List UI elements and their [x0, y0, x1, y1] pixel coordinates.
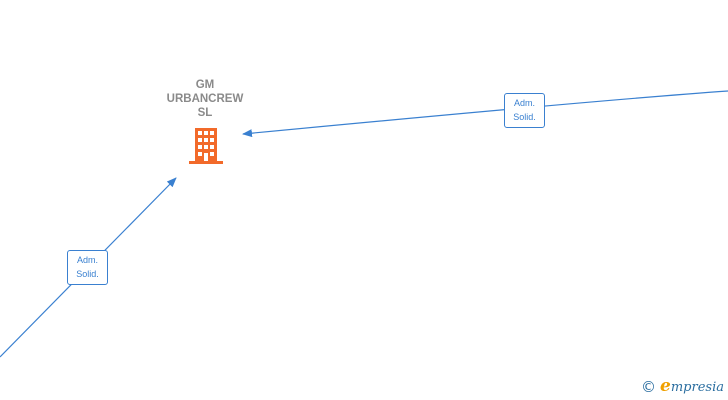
edge-line-right [242, 90, 728, 138]
edge-label-left-line-2: Solid. [76, 269, 99, 279]
brand-logo[interactable]: empresia [660, 377, 724, 397]
company-name-line-2: URBANCREW [166, 93, 244, 105]
building-icon[interactable] [189, 128, 223, 164]
copyright-icon: © [641, 378, 657, 396]
edge-label-left[interactable]: Adm. Solid. [67, 250, 108, 285]
brand-logo-initial: e [660, 376, 671, 396]
company-node-label[interactable]: GM URBANCREW SL [150, 78, 260, 120]
edge-label-left-line-1: Adm. [76, 255, 98, 265]
company-name-line-3: SL [197, 107, 213, 119]
edge-label-right-line-1: Adm. [513, 98, 535, 108]
edge-label-right-line-2: Solid. [513, 112, 536, 122]
edge-label-right[interactable]: Adm. Solid. [504, 93, 545, 128]
footer-branding: © empresia [641, 377, 724, 397]
company-name-line-1: GM [195, 79, 215, 91]
brand-logo-rest: mpresia [670, 380, 724, 395]
